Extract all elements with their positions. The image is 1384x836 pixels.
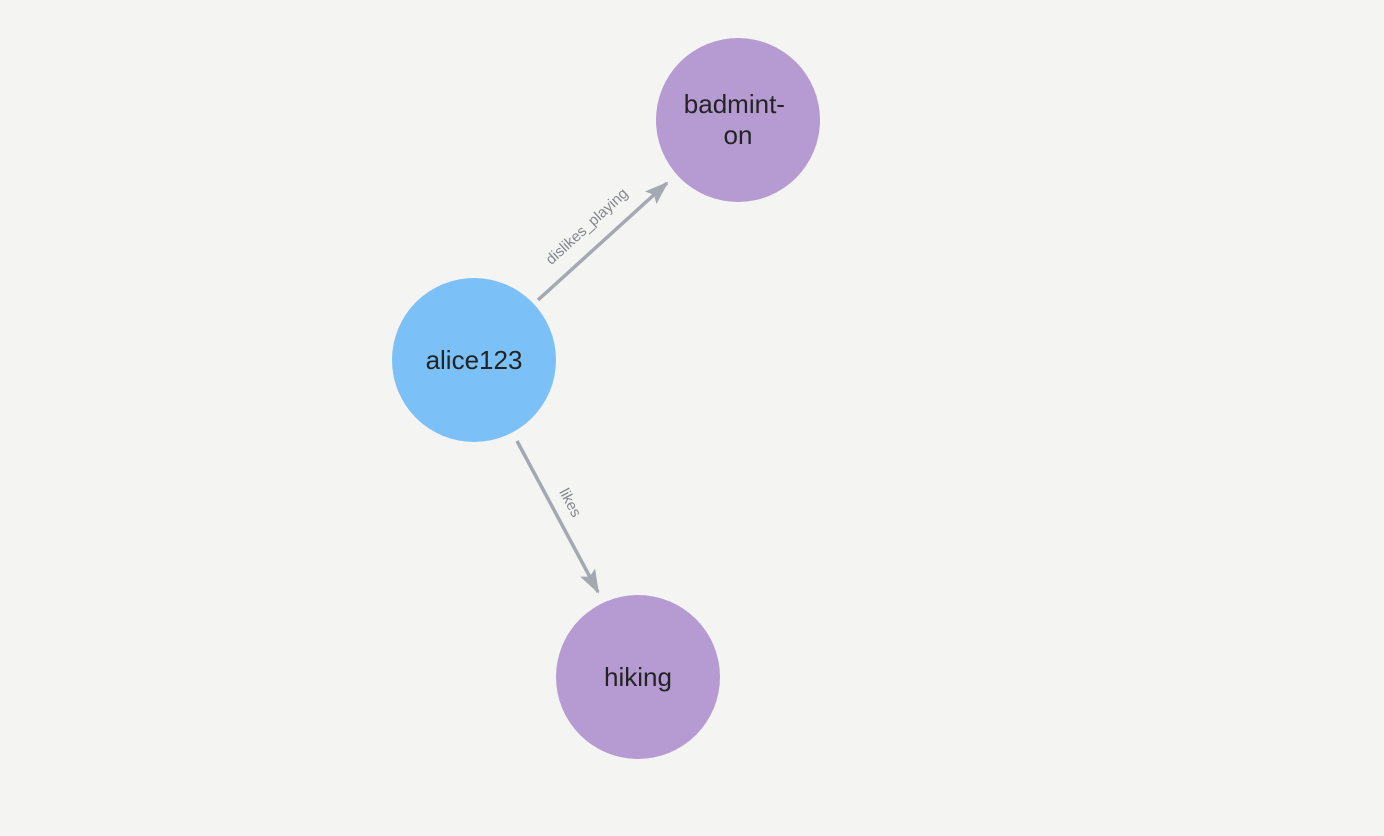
- node-label-badminton: badmint- on: [684, 89, 792, 150]
- node-label-alice123: alice123: [426, 345, 523, 375]
- node-label-badminton-line1: badmint-: [684, 89, 785, 119]
- node-hiking[interactable]: hiking: [556, 595, 720, 759]
- node-alice123[interactable]: alice123: [392, 278, 556, 442]
- edge-line-dislikes-playing[interactable]: [536, 181, 669, 302]
- node-circle-hiking[interactable]: [556, 595, 720, 759]
- node-badminton[interactable]: badmint- on: [656, 38, 820, 202]
- node-circle-alice123[interactable]: [392, 278, 556, 442]
- node-label-badminton-line2: on: [724, 120, 753, 150]
- node-label-hiking: hiking: [604, 662, 672, 692]
- node-circle-badminton[interactable]: [656, 38, 820, 202]
- edge-line-likes[interactable]: [515, 440, 600, 594]
